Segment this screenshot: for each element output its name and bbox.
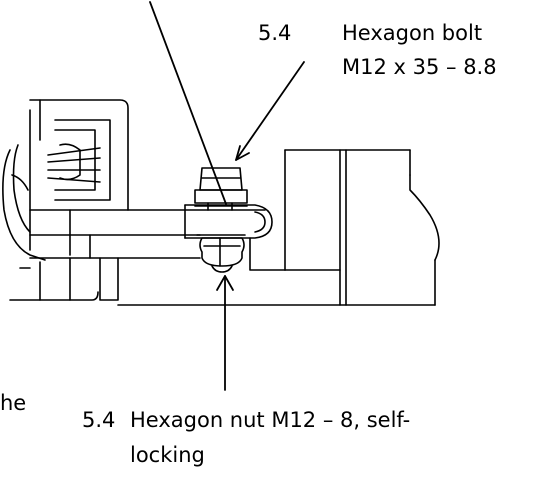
hexagon-nut (196, 234, 246, 273)
leader-bolt (235, 61, 305, 161)
bolt-spec: M12 x 35 – 8.8 (342, 55, 497, 79)
left-bracket (2, 99, 129, 261)
bolt-label: Hexagon bolt (342, 21, 482, 45)
leader-top (149, 1, 227, 205)
hexagon-bolt (194, 167, 248, 211)
leader-lines (149, 1, 305, 391)
mounting-plates (9, 209, 266, 301)
bolt-item-number: 5.4 (258, 21, 291, 45)
clamp-eye (184, 204, 273, 239)
nut-label-line2: locking (130, 443, 205, 467)
right-housing (117, 149, 440, 306)
cut-off-text: he (0, 391, 26, 415)
nut-label-line1: Hexagon nut M12 – 8, self- (130, 408, 410, 432)
nut-item-number: 5.4 (82, 408, 115, 432)
